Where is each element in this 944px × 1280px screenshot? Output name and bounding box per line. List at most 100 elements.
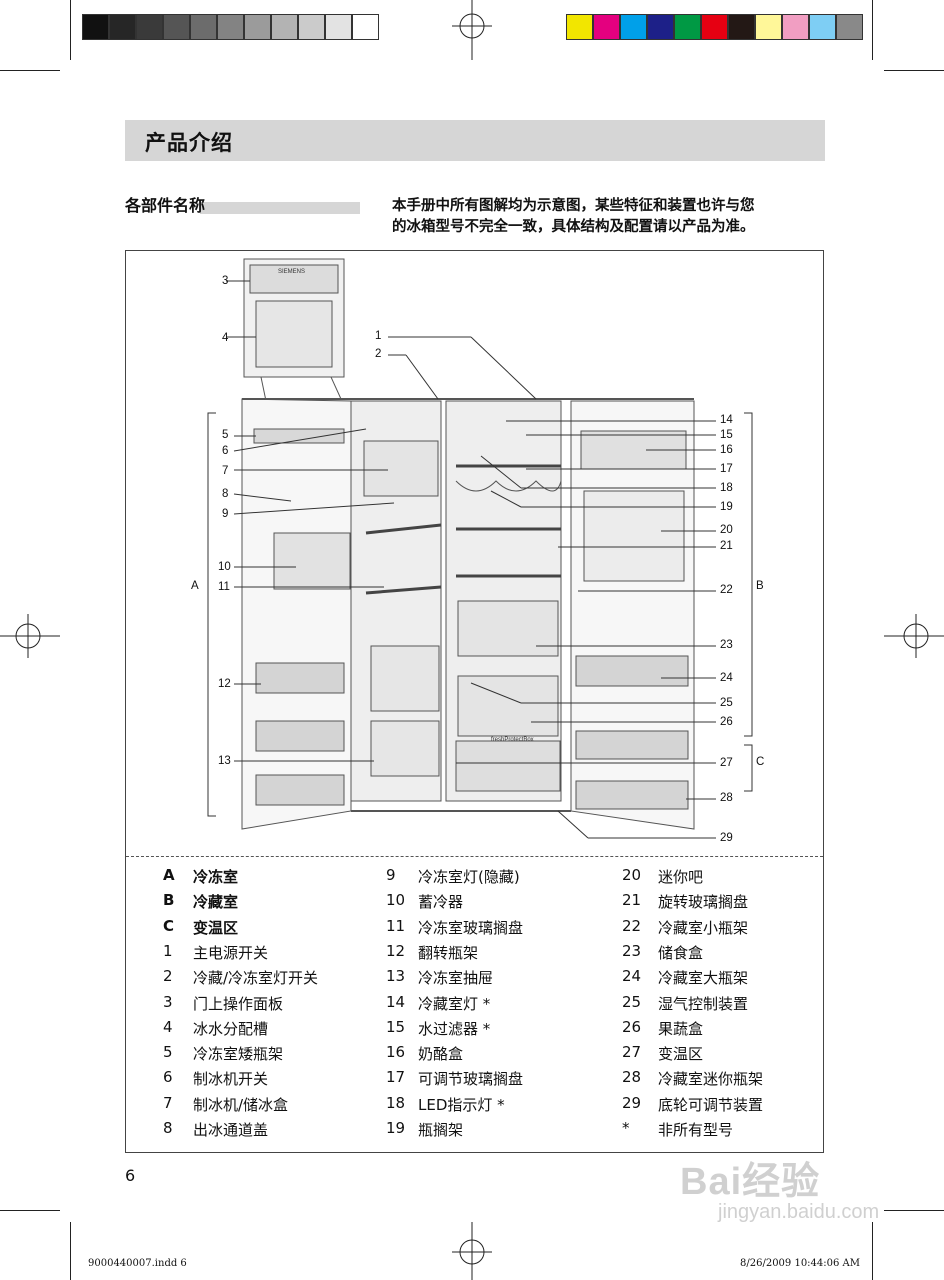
callout-number: 18 (720, 482, 733, 494)
freshbox-label: freshProtectBox (491, 737, 534, 743)
zone-label-b: B (756, 580, 764, 592)
legend-key: 14 (386, 992, 406, 1011)
legend-value: 冷藏室大瓶架 (658, 969, 749, 988)
color-swatch (728, 14, 755, 40)
callout-number: 23 (720, 639, 733, 651)
crop-mark (872, 0, 873, 60)
refrigerator-diagram: SIEMENS freshProtectBox (207, 258, 753, 839)
legend-value: 出冰通道盖 (193, 1121, 269, 1139)
watermark-logo-text: Bai经验 (680, 1161, 821, 1203)
gray-swatch (109, 14, 136, 40)
footer-file-info: 9000440007.indd 6 (88, 1258, 187, 1269)
legend-key: 15 (386, 1017, 406, 1036)
callout-number: 4 (222, 332, 229, 344)
color-swatch (755, 14, 782, 40)
legend-value: 门上操作面板 (193, 994, 284, 1013)
legend-value: 冷冻室 (193, 868, 239, 886)
gray-swatch (82, 14, 109, 40)
legend-key: 13 (386, 967, 406, 986)
legend-key: 29 (622, 1093, 642, 1112)
callout-number: 5 (222, 429, 229, 441)
legend-value: 冷冻室抽屉 (418, 969, 494, 988)
color-swatch (593, 14, 620, 40)
intro-text-line: 的冰箱型号不完全一致，具体结构及配置请以产品为准。 (392, 219, 755, 235)
legend-value: 储食盒 (658, 943, 704, 962)
legend-key: 25 (622, 992, 642, 1011)
color-swatch (809, 14, 836, 40)
legend-key: 21 (622, 891, 642, 910)
callout-number: 20 (720, 524, 733, 536)
legend-key: 3 (163, 992, 173, 1011)
legend-key: 26 (622, 1017, 642, 1036)
callout-number: 29 (720, 832, 733, 844)
legend-key: 2 (163, 967, 173, 986)
color-swatch (566, 14, 593, 40)
callout-number: 7 (222, 465, 229, 477)
legend-value: 变温区 (658, 1045, 704, 1064)
subsection-title: 各部件名称 (125, 196, 206, 215)
gray-swatch (217, 14, 244, 40)
callout-number: 28 (720, 792, 733, 804)
legend-divider (126, 856, 823, 857)
callout-number: 8 (222, 488, 229, 500)
legend-key: * (622, 1119, 630, 1137)
legend-value: LED指示灯 * (418, 1095, 505, 1114)
legend-key: 7 (163, 1093, 173, 1112)
legend-key: 8 (163, 1119, 173, 1137)
legend-key: 19 (386, 1119, 406, 1137)
legend-value: 蓄冷器 (418, 893, 464, 912)
legend-value: 冷冻室玻璃搁盘 (418, 918, 524, 937)
legend-value: 制冰机/储冰盒 (193, 1095, 289, 1114)
legend-value: 迷你吧 (658, 868, 704, 886)
gray-swatch (136, 14, 163, 40)
gray-swatch (271, 14, 298, 40)
legend-value: 瓶搁架 (418, 1121, 464, 1139)
legend-key: 12 (386, 941, 406, 960)
legend-key: 6 (163, 1068, 173, 1087)
legend-key: 20 (622, 866, 642, 884)
callout-number: 25 (720, 697, 733, 709)
legend-value: 冷藏室灯 * (418, 994, 491, 1013)
color-swatch (782, 14, 809, 40)
zone-label-c: C (756, 756, 765, 768)
section-title: 产品介绍 (145, 131, 233, 155)
color-swatch (620, 14, 647, 40)
footer-timestamp: 8/26/2009 10:44:06 AM (740, 1258, 861, 1269)
registration-mark-left (0, 614, 60, 658)
callout-number: 22 (720, 584, 733, 596)
panel-brand: SIEMENS (278, 269, 305, 275)
crop-mark (70, 0, 71, 60)
callout-number: 16 (720, 444, 733, 456)
callout-number: 17 (720, 463, 733, 475)
legend-key: 28 (622, 1068, 642, 1087)
callout-number: 27 (720, 757, 733, 769)
watermark-url: jingyan.baidu.com (718, 1201, 880, 1223)
legend-value: 非所有型号 (658, 1121, 734, 1139)
crop-mark (70, 1222, 71, 1280)
callout-number: 11 (218, 581, 230, 593)
registration-mark-right (884, 614, 944, 658)
legend-key: 16 (386, 1043, 406, 1062)
color-swatch (647, 14, 674, 40)
legend-key: 11 (386, 916, 406, 935)
legend-value: 变温区 (193, 918, 239, 937)
color-swatch (701, 14, 728, 40)
watermark: Bai经验 jingyan.baidu.com (680, 1150, 879, 1224)
callout-number: 13 (218, 755, 231, 767)
legend-value: 冷冻室矮瓶架 (193, 1045, 284, 1064)
callout-number: 1 (375, 330, 382, 342)
gray-swatch (244, 14, 271, 40)
legend-key: 27 (622, 1043, 642, 1062)
callout-number: 14 (720, 414, 733, 426)
callout-number: 19 (720, 501, 733, 513)
page-number: 6 (125, 1166, 136, 1185)
registration-mark-bottom (452, 1222, 492, 1280)
callout-number: 15 (720, 429, 733, 441)
callout-number: 24 (720, 672, 733, 684)
crop-mark (884, 1210, 944, 1211)
legend-value: 果蔬盒 (658, 1019, 704, 1038)
legend-value: 冷藏/冷冻室灯开关 (193, 969, 319, 988)
legend-value: 制冰机开关 (193, 1070, 269, 1089)
legend-value: 翻转瓶架 (418, 943, 479, 962)
legend-key: A (163, 866, 175, 884)
